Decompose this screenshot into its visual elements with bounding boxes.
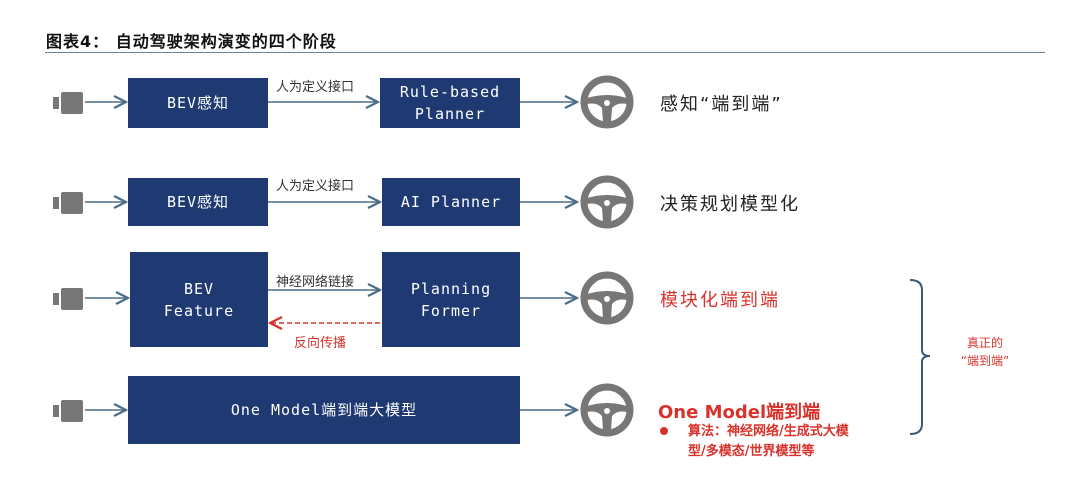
camera-icon <box>53 288 83 310</box>
link-label: 人为定义接口 <box>276 80 355 95</box>
link-label: 人为定义接口 <box>276 179 355 194</box>
box-line: Planning <box>410 279 492 298</box>
link-label: 神经网络链接 <box>276 275 355 290</box>
box-line: Feature <box>163 301 235 320</box>
brace-label-line: 真正的 <box>966 336 1003 350</box>
note-line: 算法：神经网络/生成式大模 <box>688 424 849 439</box>
rule-based-planner-box: Rule-based Planner <box>380 78 520 128</box>
planning-former-box: Planning Former <box>382 252 520 347</box>
bullet-icon <box>660 427 668 435</box>
camera-icon <box>53 400 83 422</box>
steering-wheel-icon <box>584 387 630 433</box>
brace-label-line: “端到端” <box>960 354 1010 368</box>
box-line: Rule-based <box>399 83 501 101</box>
bev-feature-box: BEV Feature <box>130 252 268 347</box>
camera-icon <box>53 92 83 114</box>
steering-wheel-icon <box>584 179 630 225</box>
stage-result: One Model端到端 <box>658 402 821 423</box>
brace <box>909 279 931 435</box>
brace-label: 真正的 “端到端” <box>945 334 1025 370</box>
title-divider <box>45 52 1045 53</box>
steering-wheel-icon <box>584 79 630 125</box>
ai-planner-box: AI Planner <box>382 178 520 226</box>
bev-perception-box: BEV感知 <box>128 178 268 226</box>
stage-result: 模块化端到端 <box>660 290 780 311</box>
box-line: Former <box>420 301 482 320</box>
box-line: BEV <box>183 279 215 298</box>
stage-result: 决策规划模型化 <box>660 194 800 215</box>
backprop-label: 反向传播 <box>294 336 347 351</box>
one-model-box: One Model端到端大模型 <box>128 376 520 444</box>
bev-perception-box: BEV感知 <box>128 78 268 128</box>
stage-result: 感知“端到端” <box>660 94 783 115</box>
note-line: 型/多模态/世界模型等 <box>688 444 815 459</box>
algorithm-note: 算法：神经网络/生成式大模 型/多模态/世界模型等 <box>688 422 849 462</box>
figure-title: 图表4： 自动驾驶架构演变的四个阶段 <box>46 32 337 51</box>
camera-icon <box>53 192 83 214</box>
box-line: Planner <box>414 105 486 123</box>
steering-wheel-icon <box>584 275 630 321</box>
